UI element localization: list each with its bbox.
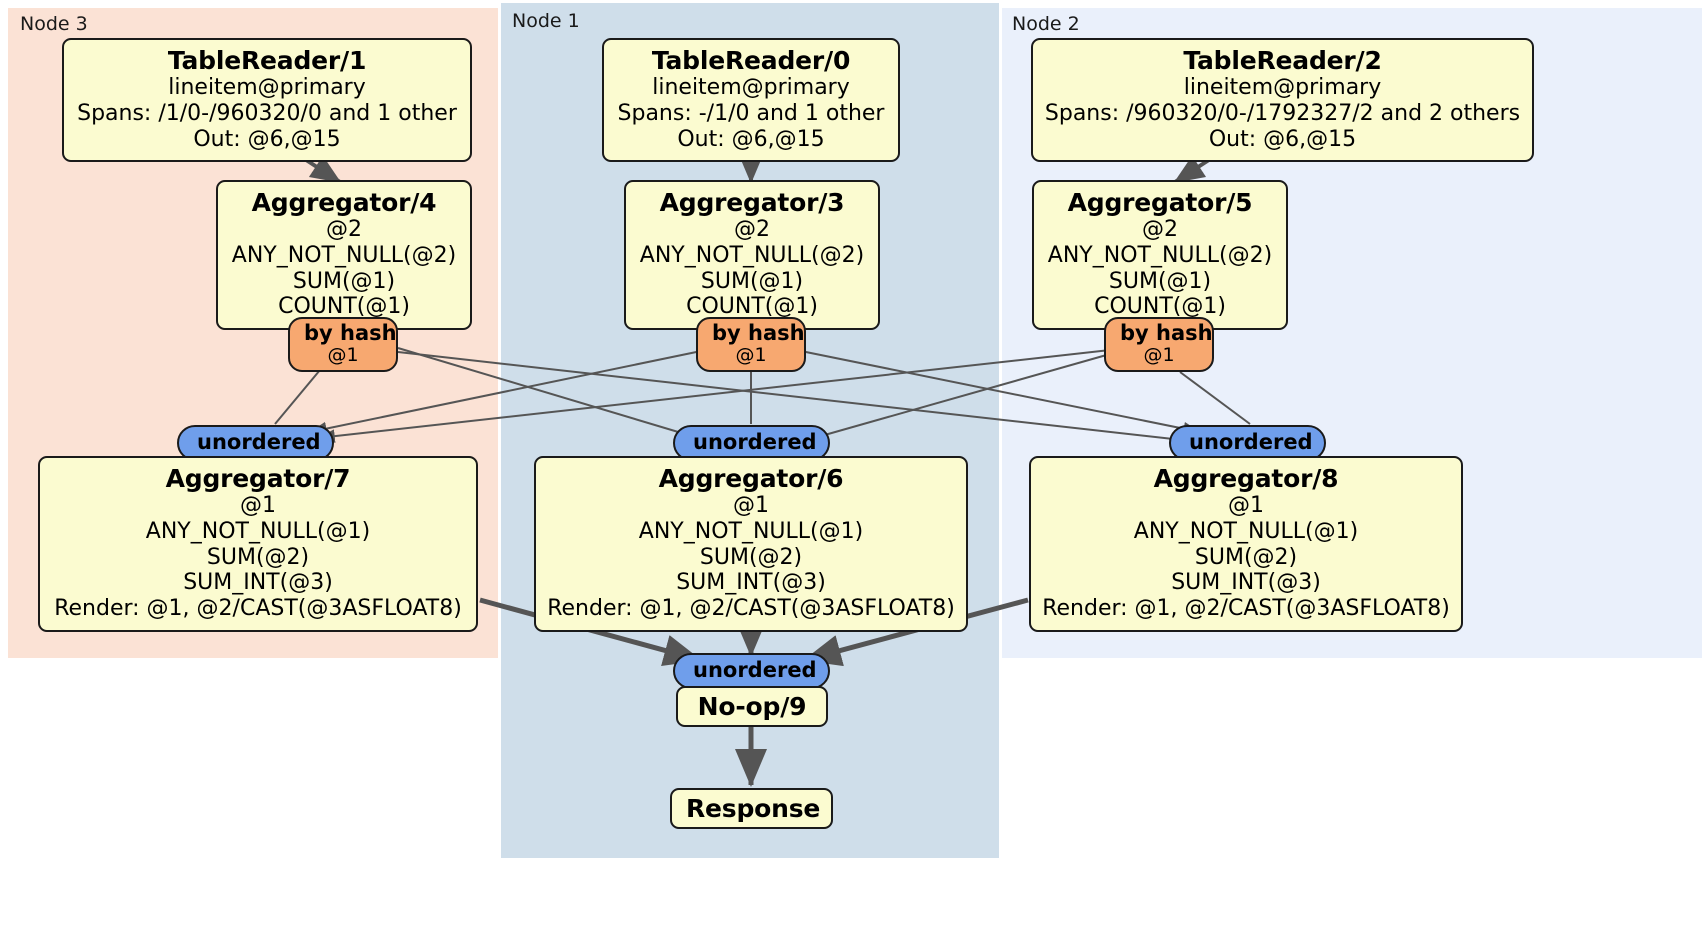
processor-title: Aggregator/6 [658,464,844,493]
processor-aggregator-7[interactable]: Aggregator/7 @1 ANY_NOT_NULL(@1) SUM(@2)… [38,456,478,632]
processor-detail-line: ANY_NOT_NULL(@2) [639,242,865,268]
router-label: unordered [197,430,321,454]
processor-title: Aggregator/7 [165,464,351,493]
processor-detail-line: ANY_NOT_NULL(@1) [1133,518,1359,544]
processor-aggregator-8[interactable]: Aggregator/8 @1 ANY_NOT_NULL(@1) SUM(@2)… [1029,456,1463,632]
processor-detail-line: Spans: -/1/0 and 1 other [617,100,885,126]
router-by-hash-center[interactable]: by hash @1 [696,317,806,372]
router-unordered-final[interactable]: unordered [673,653,830,690]
processor-detail-line: SUM(@1) [1108,268,1212,294]
processor-detail-line: Out: @6,@15 [1208,126,1357,152]
processor-detail-line: Render: @1, @2/CAST(@3ASFLOAT8) [1042,596,1450,622]
processor-detail-line: COUNT(@1) [686,294,818,320]
processor-table-reader-0[interactable]: TableReader/0 lineitem@primary Spans: -/… [602,38,900,163]
processor-detail-line: Spans: /960320/0-/1792327/2 and 2 others [1044,100,1521,126]
processor-aggregator-3[interactable]: Aggregator/3 @2 ANY_NOT_NULL(@2) SUM(@1)… [624,180,880,331]
processor-title: Response [686,794,821,823]
processor-detail-line: SUM(@2) [1194,544,1298,570]
processor-title: TableReader/2 [1183,46,1382,75]
router-unordered-center[interactable]: unordered [673,425,830,462]
processor-detail-line: Render: @1, @2/CAST(@3ASFLOAT8) [547,596,955,622]
processor-title: Aggregator/3 [659,188,845,217]
processor-detail-line: @1 [240,493,276,519]
processor-detail-line: @2 [1142,217,1178,243]
processor-detail-line: @2 [734,217,770,243]
node-panel-label-node2: Node 2 [1012,13,1080,35]
router-sub-label: @1 [1143,344,1175,367]
processor-title: No-op/9 [697,692,807,721]
router-sub-label: @1 [735,344,767,367]
router-unordered-right[interactable]: unordered [1169,425,1326,462]
router-label: unordered [1189,430,1313,454]
processor-detail-line: SUM(@2) [206,544,310,570]
processor-aggregator-5[interactable]: Aggregator/5 @2 ANY_NOT_NULL(@2) SUM(@1)… [1032,180,1288,331]
router-label: unordered [693,658,817,682]
processor-detail-line: COUNT(@1) [1094,294,1226,320]
router-label: by hash [304,321,397,345]
router-by-hash-left[interactable]: by hash @1 [288,317,398,372]
processor-detail-line: ANY_NOT_NULL(@2) [1047,242,1273,268]
processor-detail-line: SUM(@1) [700,268,804,294]
processor-detail-line: lineitem@primary [1183,75,1382,101]
processor-detail-line: lineitem@primary [652,75,850,101]
processor-title: Aggregator/8 [1153,464,1339,493]
processor-aggregator-6[interactable]: Aggregator/6 @1 ANY_NOT_NULL(@1) SUM(@2)… [534,456,968,632]
processor-aggregator-4[interactable]: Aggregator/4 @2 ANY_NOT_NULL(@2) SUM(@1)… [216,180,472,331]
router-by-hash-right[interactable]: by hash @1 [1104,317,1214,372]
processor-detail-line: SUM_INT(@3) [676,570,826,596]
processor-detail-line: ANY_NOT_NULL(@1) [145,518,371,544]
processor-detail-line: SUM(@2) [699,544,803,570]
processor-detail-line: Out: @6,@15 [677,126,825,152]
processor-detail-line: Render: @1, @2/CAST(@3ASFLOAT8) [54,596,462,622]
processor-response[interactable]: Response [670,788,833,830]
router-sub-label: @1 [327,344,359,367]
router-label: by hash [1120,321,1213,345]
processor-detail-line: SUM_INT(@3) [1171,570,1321,596]
processor-detail-line: lineitem@primary [168,75,366,101]
processor-detail-line: ANY_NOT_NULL(@1) [638,518,864,544]
processor-detail-line: ANY_NOT_NULL(@2) [231,242,457,268]
processor-detail-line: Spans: /1/0-/960320/0 and 1 other [77,100,457,126]
processor-detail-line: Out: @6,@15 [193,126,341,152]
processor-detail-line: COUNT(@1) [278,294,410,320]
processor-title: Aggregator/5 [1067,188,1253,217]
processor-no-op-9[interactable]: No-op/9 [676,686,828,728]
processor-detail-line: @2 [326,217,362,243]
node-panel-label-node1: Node 1 [512,10,580,32]
processor-table-reader-2[interactable]: TableReader/2 lineitem@primary Spans: /9… [1031,38,1534,163]
processor-detail-line: SUM_INT(@3) [183,570,333,596]
processor-title: TableReader/0 [651,46,851,75]
processor-title: TableReader/1 [167,46,367,75]
router-label: unordered [693,430,817,454]
processor-detail-line: @1 [733,493,769,519]
router-label: by hash [712,321,805,345]
processor-title: Aggregator/4 [251,188,437,217]
processor-detail-line: @1 [1228,493,1264,519]
processor-table-reader-1[interactable]: TableReader/1 lineitem@primary Spans: /1… [62,38,472,163]
processor-detail-line: SUM(@1) [292,268,396,294]
node-panel-label-node3: Node 3 [20,13,88,35]
